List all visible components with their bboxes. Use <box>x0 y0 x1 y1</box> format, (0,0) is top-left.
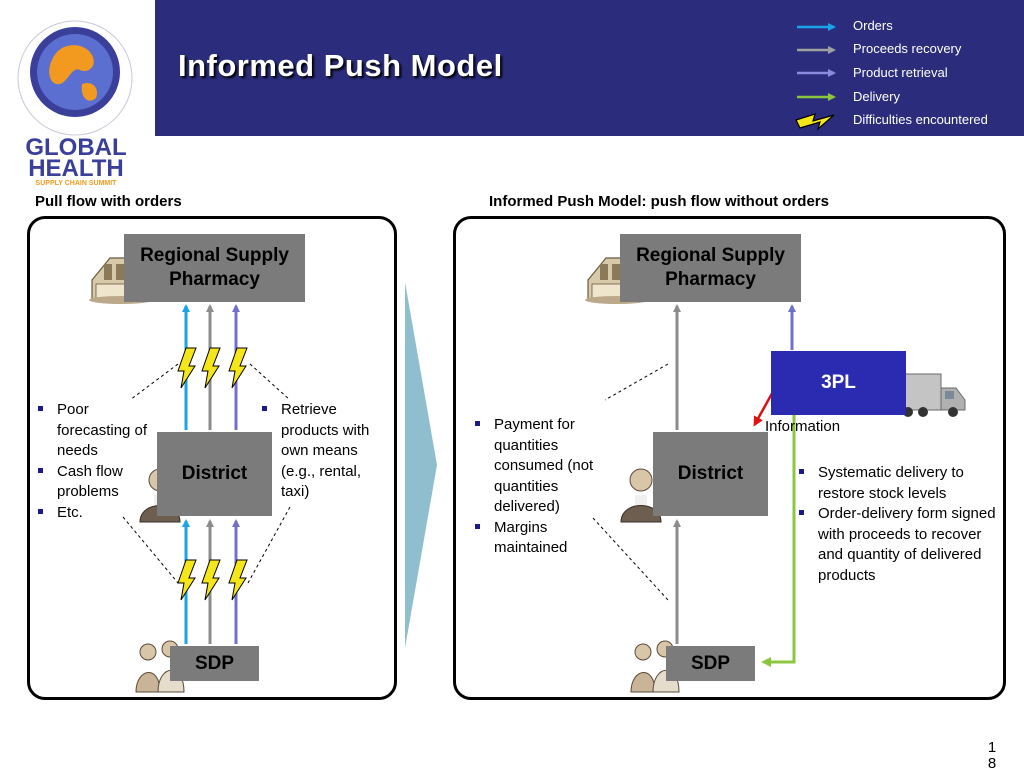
legend-label-orders: Orders <box>853 18 893 33</box>
bullet-item: Poor forecasting of needs <box>36 400 148 462</box>
right-bullets-payment: Payment for quantities consumed (not qua… <box>473 415 613 559</box>
right-callout-lines <box>592 363 669 601</box>
right-rsp-label: Regional Supply Pharmacy <box>636 245 785 290</box>
bullet-item: Payment for quantities consumed (not qua… <box>473 415 613 518</box>
right-bullets-delivery: Systematic delivery to restore stock lev… <box>797 463 1005 586</box>
logo-line1: GLOBAL <box>25 134 126 161</box>
legend-label-retrieval: Product retrieval <box>853 65 948 80</box>
bullet-item: Order-delivery form signed with proceeds… <box>797 504 1005 586</box>
bullet-item: Cash flow problems <box>36 462 148 503</box>
tpl-label: 3PL <box>821 372 856 393</box>
right-section-title: Informed Push Model: push flow without o… <box>489 193 829 210</box>
bullet-item: Systematic delivery to restore stock lev… <box>797 463 1005 504</box>
left-section-title: Pull flow with orders <box>35 193 182 210</box>
header-band <box>155 0 1024 136</box>
right-district-node: District <box>653 432 768 516</box>
truck-icon <box>896 373 966 417</box>
logo-line3: SUPPLY CHAIN SUMMIT <box>36 180 118 187</box>
legend-label-delivery: Delivery <box>853 89 900 104</box>
right-district-person-icon <box>620 468 662 523</box>
transition-chevron <box>405 282 437 648</box>
left-bullets-problems: Poor forecasting of needs Cash flow prob… <box>36 400 148 523</box>
right-district-label: District <box>677 463 744 484</box>
right-sdp-label: SDP <box>690 652 731 674</box>
left-rsp-node: Regional Supply Pharmacy <box>124 234 305 302</box>
right-sdp-node: SDP <box>666 646 755 681</box>
bullet-item: Retrieve products with own means (e.g., … <box>260 400 385 503</box>
right-delivery-arrow <box>761 415 796 667</box>
right-rsp-node: Regional Supply Pharmacy <box>620 234 801 302</box>
right-sdp-people-icon <box>630 640 680 693</box>
tpl-node: 3PL <box>771 351 906 415</box>
information-label: Information <box>765 418 841 435</box>
left-bullets-retrieval: Retrieve products with own means (e.g., … <box>260 400 385 503</box>
left-district-node: District <box>157 432 272 516</box>
logo-line2: HEALTH <box>28 155 124 182</box>
legend-label-proceeds: Proceeds recovery <box>853 41 962 56</box>
left-callout-lines <box>122 363 291 584</box>
left-sdp-node: SDP <box>170 646 259 681</box>
page-title: Informed Push Model <box>178 48 503 83</box>
legend-label-difficulties: Difficulties encountered <box>853 112 988 127</box>
bullet-item: Margins maintained <box>473 518 613 559</box>
page-number: 18 <box>987 739 997 772</box>
left-district-label: District <box>181 463 248 484</box>
left-lightning-lower <box>177 559 248 601</box>
legend-lightning-icon <box>795 113 835 131</box>
left-lightning-upper <box>177 347 248 389</box>
bullet-item: Etc. <box>36 503 148 524</box>
logo <box>17 20 133 136</box>
left-sdp-label: SDP <box>194 652 235 674</box>
left-rsp-label: Regional Supply Pharmacy <box>140 245 289 290</box>
